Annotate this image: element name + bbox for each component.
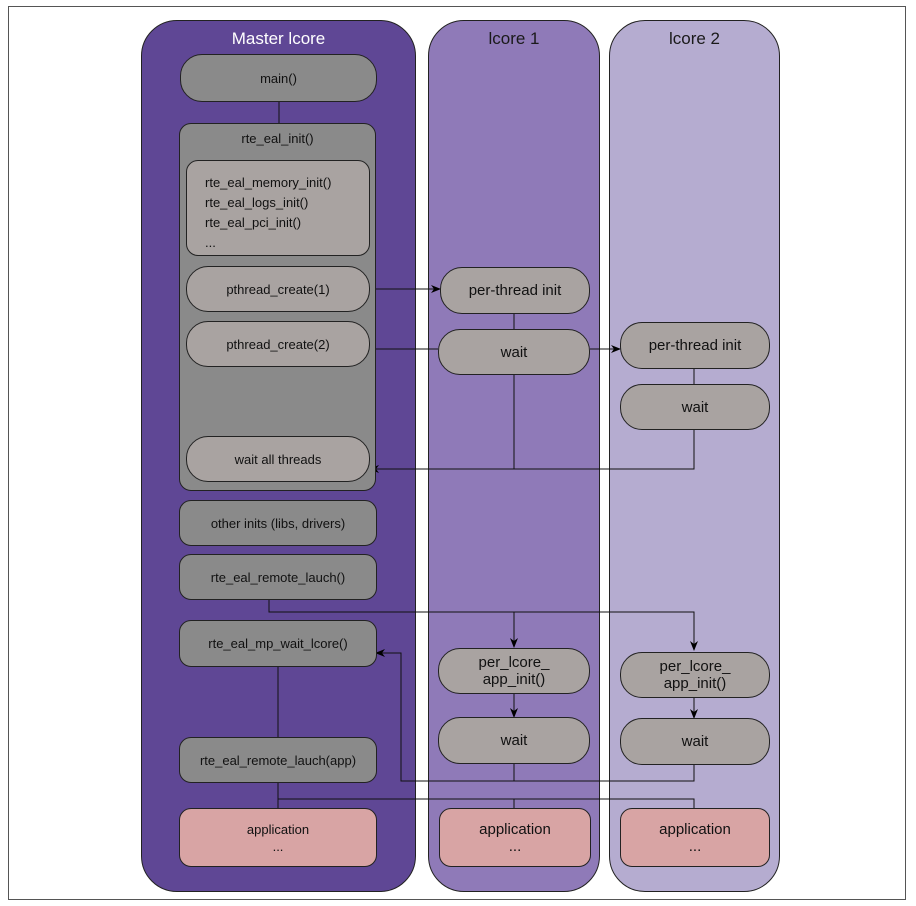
lcore2-wait: wait (620, 384, 770, 430)
remote-launch-box: rte_eal_remote_lauch() (179, 554, 377, 600)
lcore2-application-box: application ... (620, 808, 770, 867)
memory-init-box: rte_eal_memory_init() rte_eal_logs_init(… (186, 160, 370, 256)
other-inits-box: other inits (libs, drivers) (179, 500, 377, 546)
lcore1-wait: wait (438, 329, 590, 375)
pthread-create-2-box: pthread_create(2) (186, 321, 370, 367)
eal-init-label: rte_eal_init() (241, 131, 314, 146)
remote-launch-lcore2-arrow (268, 600, 698, 651)
main-box: main() (180, 54, 377, 102)
master-lcore-title: Master lcore (231, 29, 326, 48)
mp-wait-lcore-box: rte_eal_mp_wait_lcore() (179, 620, 377, 667)
lcore2-app-init: per_lcore_ app_init() (620, 652, 770, 698)
lcore1-wait-2: wait (438, 717, 590, 764)
remote-launch-app-box: rte_eal_remote_lauch(app) (179, 737, 377, 783)
wait-all-threads-box: wait all threads (186, 436, 370, 482)
lcore1-application-box: application ... (439, 808, 591, 867)
mp-wait-return-arrow (375, 649, 695, 782)
lcore1-title: lcore 1 (488, 29, 540, 48)
wait-all-return-arrow (369, 430, 695, 473)
lcore1-app-init: per_lcore_ app_init() (438, 648, 590, 694)
launch-app-branch (278, 798, 695, 808)
lcore2-wait-2: wait (620, 718, 770, 765)
master-application-box: application ... (179, 808, 377, 867)
diagram-frame (8, 6, 906, 900)
lcore2-title: lcore 2 (668, 29, 721, 48)
lcore1-per-thread-init: per-thread init (440, 267, 590, 314)
lcore2-per-thread-init: per-thread init (620, 322, 770, 369)
pthread-create-1-box: pthread_create(1) (186, 266, 370, 312)
